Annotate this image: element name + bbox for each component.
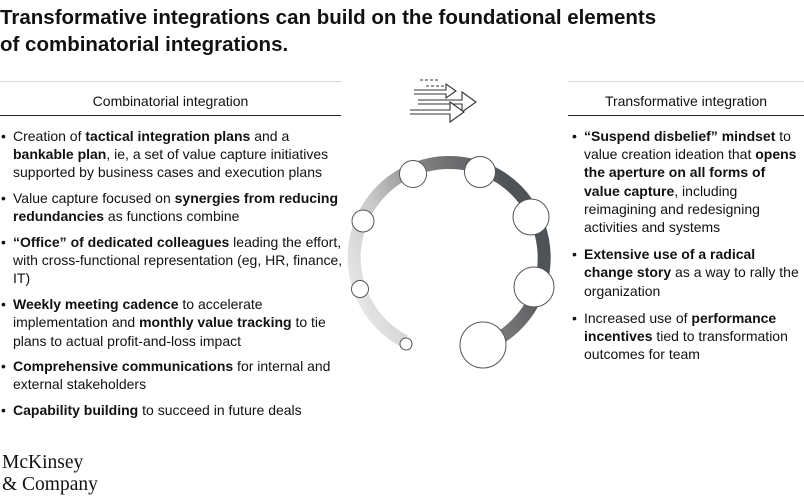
- bullet-emphasis-text: Weekly meeting cadence: [13, 296, 179, 313]
- right-bullet-list: “Suspend disbelief” mindset to value cre…: [571, 127, 804, 372]
- bullet-text: to succeed in future deals: [138, 402, 302, 419]
- bullet-item: Value capture focused on synergies from …: [0, 189, 345, 225]
- bullet-emphasis-text: opens the aperture on all forms of value…: [584, 146, 797, 199]
- milestone-circle: [351, 280, 369, 298]
- bullet-item: Increased use of performance incentives …: [571, 309, 804, 364]
- right-header-rule: [568, 115, 804, 116]
- bullet-text: as a way to rally the organization: [584, 264, 799, 299]
- bullet-emphasis-text: Comprehensive communications: [13, 358, 234, 375]
- bullet-text: Creation of: [13, 128, 86, 144]
- bullet-text: to accelerate implementation and: [13, 296, 263, 331]
- bullet-text: as functions combine: [104, 208, 240, 225]
- bullet-text: and a: [250, 128, 290, 144]
- left-top-rule: [0, 81, 341, 82]
- bullet-item: “Suspend disbelief” mindset to value cre…: [571, 127, 804, 236]
- bullet-text: Value capture focused on: [13, 190, 175, 207]
- left-bullet-list: Creation of tactical integration plans a…: [0, 127, 345, 427]
- bullet-item: Weekly meeting cadence to accelerate imp…: [0, 295, 345, 350]
- left-header-rule: [0, 115, 341, 116]
- bullet-item: Capability building to succeed in future…: [0, 401, 345, 419]
- right-top-rule: [568, 81, 804, 82]
- milestone-circles: [351, 156, 555, 369]
- bullet-emphasis-text: Extensive use of a radical change story: [584, 246, 756, 281]
- bullet-emphasis-text: “Office” of dedicated colleagues: [13, 234, 230, 251]
- bullet-text: for internal and external stakeholders: [13, 358, 331, 393]
- milestone-circle: [513, 266, 555, 308]
- bullet-text: Increased use of: [584, 309, 692, 326]
- title-line-1: Transformative integrations can build on…: [0, 6, 657, 29]
- bullet-item: Creation of tactical integration plans a…: [0, 127, 345, 182]
- bullet-emphasis-text: Capability building: [13, 402, 139, 419]
- right-column-header: Transformative integration: [604, 93, 768, 109]
- bullet-emphasis-text: monthly value tracking: [139, 314, 292, 331]
- milestone-circle: [459, 321, 507, 369]
- progress-ring: [347, 156, 551, 352]
- milestone-circle: [351, 209, 375, 233]
- mckinsey-logo: McKinsey & Company: [2, 452, 98, 496]
- bullet-text: tied to transformation outcomes for team: [584, 328, 788, 363]
- left-column-header: Combinatorial integration: [92, 93, 249, 109]
- bullet-emphasis-text: “Suspend disbelief” mindset: [584, 128, 776, 144]
- bullet-text: , ie, a set of value capture initiatives…: [13, 146, 329, 181]
- bullet-text: , including reimagining and redesigning …: [584, 182, 760, 236]
- fast-forward-arrows-icon: [410, 79, 477, 124]
- milestone-circle: [464, 156, 496, 188]
- logo-line-2: & Company: [2, 474, 98, 495]
- milestone-circle: [399, 337, 413, 351]
- bullet-emphasis-text: bankable plan: [13, 146, 107, 163]
- bullet-emphasis-text: performance incentives: [584, 309, 777, 345]
- title-line-2: of combinatorial integrations.: [0, 33, 289, 56]
- bullet-item: “Office” of dedicated colleagues leading…: [0, 233, 345, 288]
- bullet-text: to value creation ideation that: [584, 128, 791, 163]
- bullet-emphasis-text: synergies from reducing redundancies: [13, 190, 339, 225]
- bullet-text: leading the effort, with cross-functiona…: [13, 234, 343, 287]
- page-title: Transformative integrations can build on…: [0, 4, 790, 58]
- bullet-item: Extensive use of a radical change story …: [571, 245, 804, 300]
- logo-line-1: McKinsey: [2, 452, 84, 473]
- bullet-item: Comprehensive communications for interna…: [0, 357, 345, 393]
- milestone-circle: [512, 198, 550, 236]
- bullet-text: to tie plans to actual profit-and-loss i…: [13, 314, 326, 349]
- bullet-emphasis-text: tactical integration plans: [85, 128, 251, 144]
- milestone-circle: [399, 160, 427, 188]
